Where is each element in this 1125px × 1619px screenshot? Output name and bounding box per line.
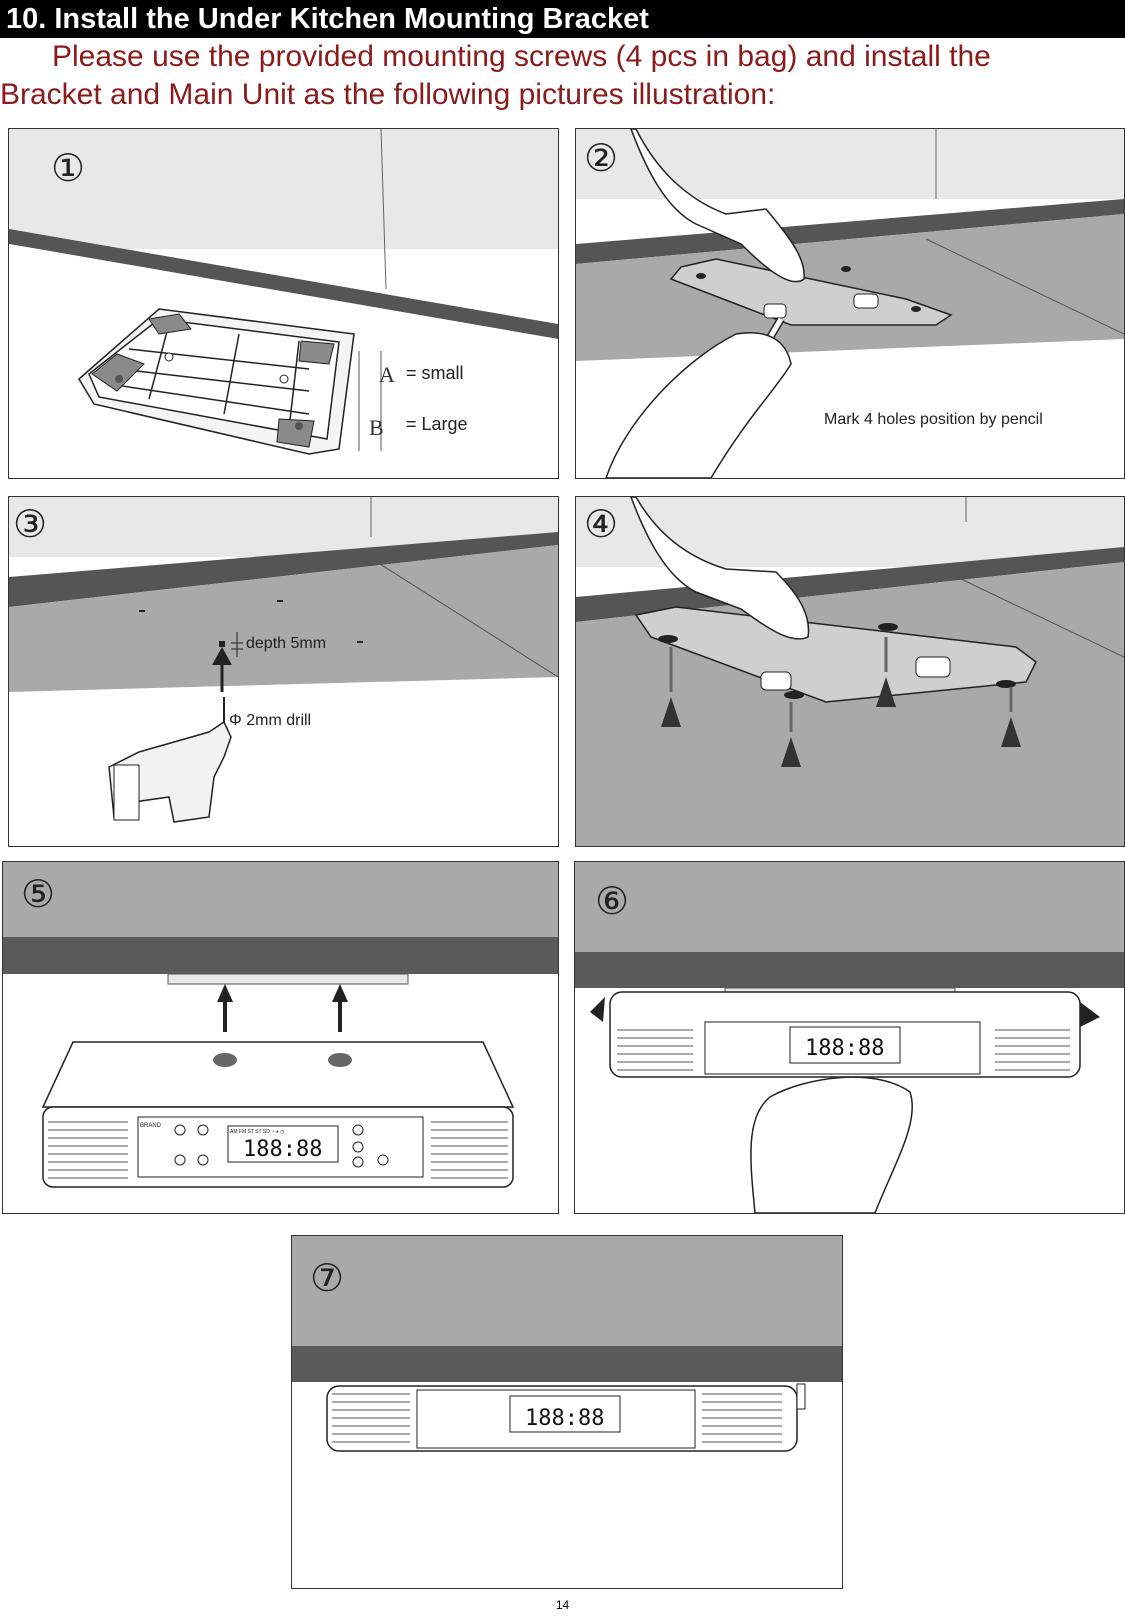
label-b-text: = Large bbox=[406, 414, 468, 434]
depth-label: depth 5mm bbox=[246, 635, 326, 652]
step-5-number: ⑤ bbox=[21, 872, 55, 916]
drill-label: Φ 2mm drill bbox=[229, 712, 311, 729]
step-1-illustration: ① A = small B = Large bbox=[9, 129, 558, 478]
intro-line-1: Please use the provided mounting screws … bbox=[52, 40, 991, 73]
step-7-illustration: 188:88 ⑦ bbox=[292, 1236, 842, 1452]
page-number: 14 bbox=[555, 1598, 570, 1612]
step-1-number: ① bbox=[51, 146, 85, 190]
device-display-6: 188:88 bbox=[805, 1036, 884, 1061]
step-7-panel: 188:88 ⑦ bbox=[291, 1235, 843, 1589]
step-2-number: ② bbox=[584, 136, 618, 180]
label-a-letter: A bbox=[379, 362, 395, 387]
step-5-panel: BRAND AM FM ST ST SD ◔ ◕ ◷ 188:88 ⑤ bbox=[2, 861, 559, 1214]
step-2-panel: ② Mark 4 holes position by pencil bbox=[575, 128, 1125, 479]
step-2-caption: Mark 4 holes position by pencil bbox=[824, 411, 1043, 428]
step-6-illustration: 188:88 ⑥ bbox=[575, 862, 1124, 1213]
step-7-number: ⑦ bbox=[310, 1256, 344, 1300]
device-display-7: 188:88 bbox=[525, 1406, 604, 1431]
step-4-illustration: ④ bbox=[576, 497, 1124, 846]
label-a-text: = small bbox=[406, 363, 464, 383]
step-4-panel: ④ bbox=[575, 496, 1125, 847]
label-b-letter: B bbox=[369, 415, 384, 440]
device-display: 188:88 bbox=[243, 1137, 322, 1162]
step-1-panel: ① A = small B = Large bbox=[8, 128, 559, 479]
section-title: 10. Install the Under Kitchen Mounting B… bbox=[6, 3, 649, 35]
step-6-number: ⑥ bbox=[595, 879, 629, 923]
section-header: 10. Install the Under Kitchen Mounting B… bbox=[0, 0, 1125, 38]
step-2-illustration: ② Mark 4 holes position by pencil bbox=[576, 129, 1124, 478]
intro-text: Please use the provided mounting screws … bbox=[0, 38, 1125, 114]
device-brand: BRAND bbox=[140, 1123, 162, 1129]
step-4-number: ④ bbox=[584, 502, 618, 546]
step-3-illustration: ③ depth 5mm Φ 2mm drill bbox=[9, 497, 558, 823]
step-3-panel: ③ depth 5mm Φ 2mm drill bbox=[8, 496, 559, 847]
device-band-labels: AM FM ST ST SD ◔ ◕ ◷ bbox=[230, 1129, 285, 1135]
step-6-panel: 188:88 ⑥ bbox=[574, 861, 1125, 1214]
step-3-number: ③ bbox=[13, 502, 47, 546]
intro-line-2: Bracket and Main Unit as the following p… bbox=[0, 78, 776, 111]
step-5-illustration: BRAND AM FM ST ST SD ◔ ◕ ◷ 188:88 ⑤ bbox=[3, 862, 558, 1188]
